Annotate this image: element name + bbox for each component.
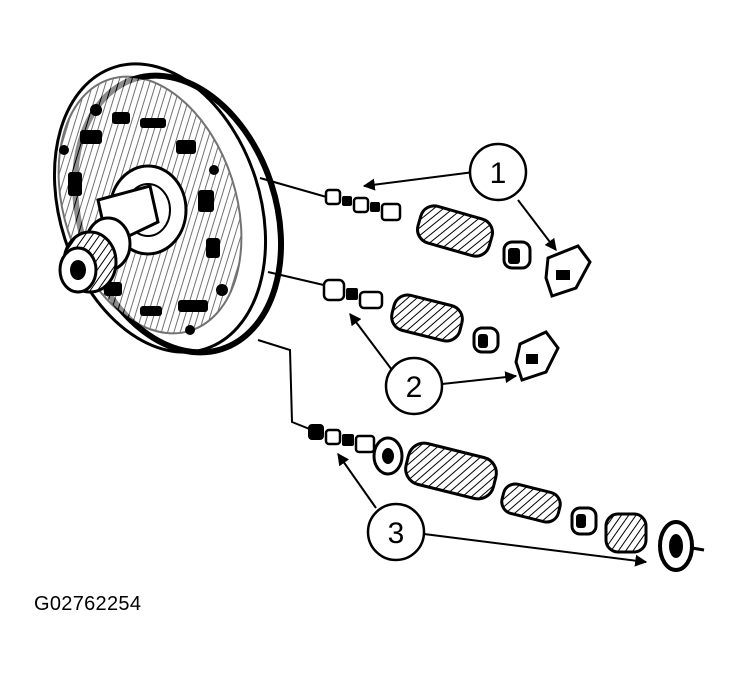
valve-2-retainer-clip — [514, 330, 560, 382]
callout-3-leader-to-spool — [337, 453, 377, 509]
valve-1-retainer-clip — [544, 244, 592, 298]
callout-3-leader-to-cap — [423, 533, 648, 567]
callout-1-label: 1 — [490, 157, 507, 190]
valve-2-bore-line — [267, 271, 329, 287]
valve-3-bore-line — [257, 339, 313, 431]
valve-2-spool — [322, 278, 384, 310]
callout-3-label: 3 — [388, 517, 405, 550]
callout-2-circle — [384, 356, 444, 416]
pump-casting-details — [59, 104, 228, 335]
valve-assembly-2 — [267, 271, 560, 382]
callout-2-leader-to-clip — [441, 371, 518, 385]
valve-3-plug — [570, 506, 598, 536]
callout-1-circle — [468, 142, 528, 202]
valve-2-spring — [390, 293, 464, 343]
valve-1-bore-line — [259, 177, 331, 199]
callout-3-circle — [366, 502, 426, 562]
valve-assembly-3 — [257, 339, 705, 572]
callout-2-leader-to-spool — [349, 313, 393, 371]
valve-1-plug — [502, 240, 532, 270]
pump-body — [52, 62, 285, 356]
valve-assembly-1 — [259, 177, 592, 298]
shaft-bore — [70, 260, 86, 280]
valve-1-spring — [416, 204, 494, 258]
valve-3-inner-spring — [500, 482, 562, 524]
callout-2-label: 2 — [406, 371, 423, 404]
callout-1-leader-to-clip — [517, 199, 557, 251]
figure-reference-code: G02762254 — [34, 593, 142, 615]
callout-3: 3 — [337, 453, 648, 567]
callout-1-leader-to-spool — [362, 171, 475, 191]
valve-3-sleeve — [604, 512, 648, 554]
valve-3-outer-spring — [404, 441, 498, 501]
callout-1: 1 — [362, 142, 557, 251]
valve-2-plug — [472, 326, 500, 354]
input-shaft — [58, 184, 160, 294]
valve-3-spool — [308, 424, 404, 476]
callout-2: 2 — [349, 313, 518, 416]
valve-3-end-cap — [658, 520, 705, 572]
valve-1-spool — [324, 188, 402, 222]
